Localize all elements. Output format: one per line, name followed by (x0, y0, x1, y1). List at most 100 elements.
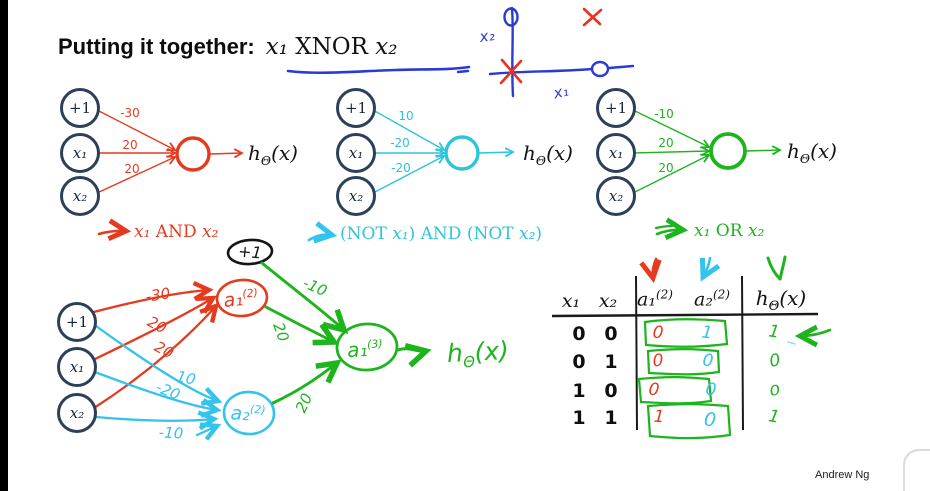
hdr-sup: (2) (712, 287, 730, 302)
table-header-x1: x₁ (561, 290, 581, 312)
h-rest: (x) (271, 141, 298, 165)
x-axis-left-dash (456, 69, 470, 74)
unit-base: a₁ (222, 288, 244, 312)
net1-node-x2: x₂ (60, 176, 100, 216)
title-x1: x₁ (265, 34, 288, 60)
caption-part: x₁ (392, 224, 409, 244)
net1-caption: x₁ AND x₂ (134, 222, 218, 242)
title-op: XNOR (287, 34, 376, 60)
nand-network-edges (372, 109, 515, 194)
combined-cyan-edges (93, 324, 276, 441)
caption-part: x₂ (202, 222, 219, 242)
h-rest: (x) (810, 139, 837, 163)
left-letterbox-bar (0, 0, 8, 491)
node-label: x₂ (608, 187, 624, 205)
hidden-unit-a2-node (222, 390, 276, 436)
h-base: h (248, 141, 261, 165)
or-output-node (709, 132, 747, 170)
node-label: x₁ (608, 144, 624, 162)
h-sub: Θ (799, 151, 811, 166)
caption-part: x₁ (134, 222, 151, 242)
video-overlay-corner (903, 449, 930, 491)
x-axis-right (607, 64, 635, 70)
h-rest: (x) (473, 335, 510, 367)
x-axis (488, 67, 594, 76)
net2-caption: (NOT x₁) AND (NOT x₂) (340, 224, 542, 244)
table-arrow-cyan-icon (699, 256, 721, 282)
node-label: +1 (344, 99, 368, 117)
combined-output-label: hΘ(x) (446, 336, 510, 372)
and-caption-arrow-icon (97, 218, 132, 242)
combined-green-edges (260, 261, 432, 405)
cell-x1: 1 (572, 380, 586, 402)
net2-weight-bias: 10 (398, 109, 414, 123)
cell-a1: 1 (653, 406, 665, 428)
net1-h-label: hΘ(x) (248, 141, 298, 168)
title-text: Putting it together: (58, 34, 255, 59)
caption-part: x₂ (519, 224, 536, 244)
net3-weight-bias: -10 (654, 107, 674, 121)
net3-weight-x2: 20 (658, 161, 674, 175)
net2-node-x1: x₁ (336, 133, 376, 173)
caption-part: ) (535, 224, 543, 244)
node-label: +1 (65, 313, 89, 331)
combined-node-bias: +1 (57, 302, 97, 342)
combined-node-x2: x₂ (57, 393, 97, 433)
node-label: x₂ (72, 187, 88, 205)
cell-x1: 0 (572, 351, 586, 373)
net1-weight-x1: 20 (122, 138, 138, 152)
cell-a2: 1 (700, 322, 714, 344)
node-label: x₁ (72, 144, 88, 162)
table-header-x2: x₂ (598, 290, 618, 312)
net1-weight-bias: -30 (120, 106, 140, 120)
cell-a1: 0 (647, 379, 661, 401)
net1-node-bias: +1 (60, 88, 100, 128)
nand-caption-arrow-icon (307, 221, 338, 244)
cell-x1: 0 (572, 323, 586, 345)
pos-example-upper-icon (582, 7, 603, 27)
net2-weight-x2: -20 (391, 161, 411, 175)
net3-h-label: hΘ(x) (787, 139, 837, 166)
and-output-node (175, 136, 211, 172)
node-label: x₂ (69, 404, 85, 422)
cell-x2: 0 (604, 380, 618, 402)
table-horizontal-rule (551, 312, 819, 318)
table-arrow-red-icon (639, 257, 662, 284)
node-label: x₁ (348, 144, 364, 162)
page-title: Putting it together: x₁ XNOR x₂ (58, 34, 397, 60)
hdr-sub: Θ (768, 299, 780, 314)
unit-base: a₂ (230, 402, 251, 426)
h-sub: Θ (535, 153, 547, 168)
h-base: h (787, 139, 800, 163)
bias-node (226, 238, 274, 266)
table-arrow-green-icon (766, 255, 787, 281)
cell-a2: 0 (703, 408, 717, 432)
title-x2: x₂ (375, 34, 398, 60)
table-rules (551, 275, 819, 431)
combined-cyan-weight-x2: -10 (158, 423, 184, 443)
net3-node-x2: x₂ (596, 176, 636, 216)
title-underline (286, 65, 471, 75)
table-header-h: hΘ(x) (756, 286, 806, 314)
net2-node-x2: x₂ (336, 176, 376, 216)
h-rest: (x) (546, 141, 573, 165)
neg-example-top-icon (503, 7, 519, 27)
net3-node-bias: +1 (596, 88, 636, 128)
h-base: h (446, 338, 464, 369)
table-header-a2: a₂(2) (694, 287, 730, 310)
caption-part: AND (150, 222, 202, 242)
caption-part: x₁ (694, 221, 711, 241)
cell-a2: 0 (704, 379, 718, 401)
hdr-rest: (x) (779, 286, 807, 310)
axis-label-x2: x₂ (478, 25, 496, 47)
row1-pointer-arrow-icon (794, 324, 832, 348)
hdr-sup: (2) (655, 287, 673, 302)
net1-weight-x2: 20 (124, 162, 140, 176)
net2-weight-x1: -20 (390, 136, 410, 150)
output-unit-a3-label: a₁(3) (346, 336, 383, 362)
caption-part: ) AND (NOT (408, 224, 520, 244)
net3-node-x1: x₁ (596, 133, 636, 173)
table-vertical-rule-2 (741, 275, 744, 431)
output-unit-a3-node (335, 322, 399, 372)
